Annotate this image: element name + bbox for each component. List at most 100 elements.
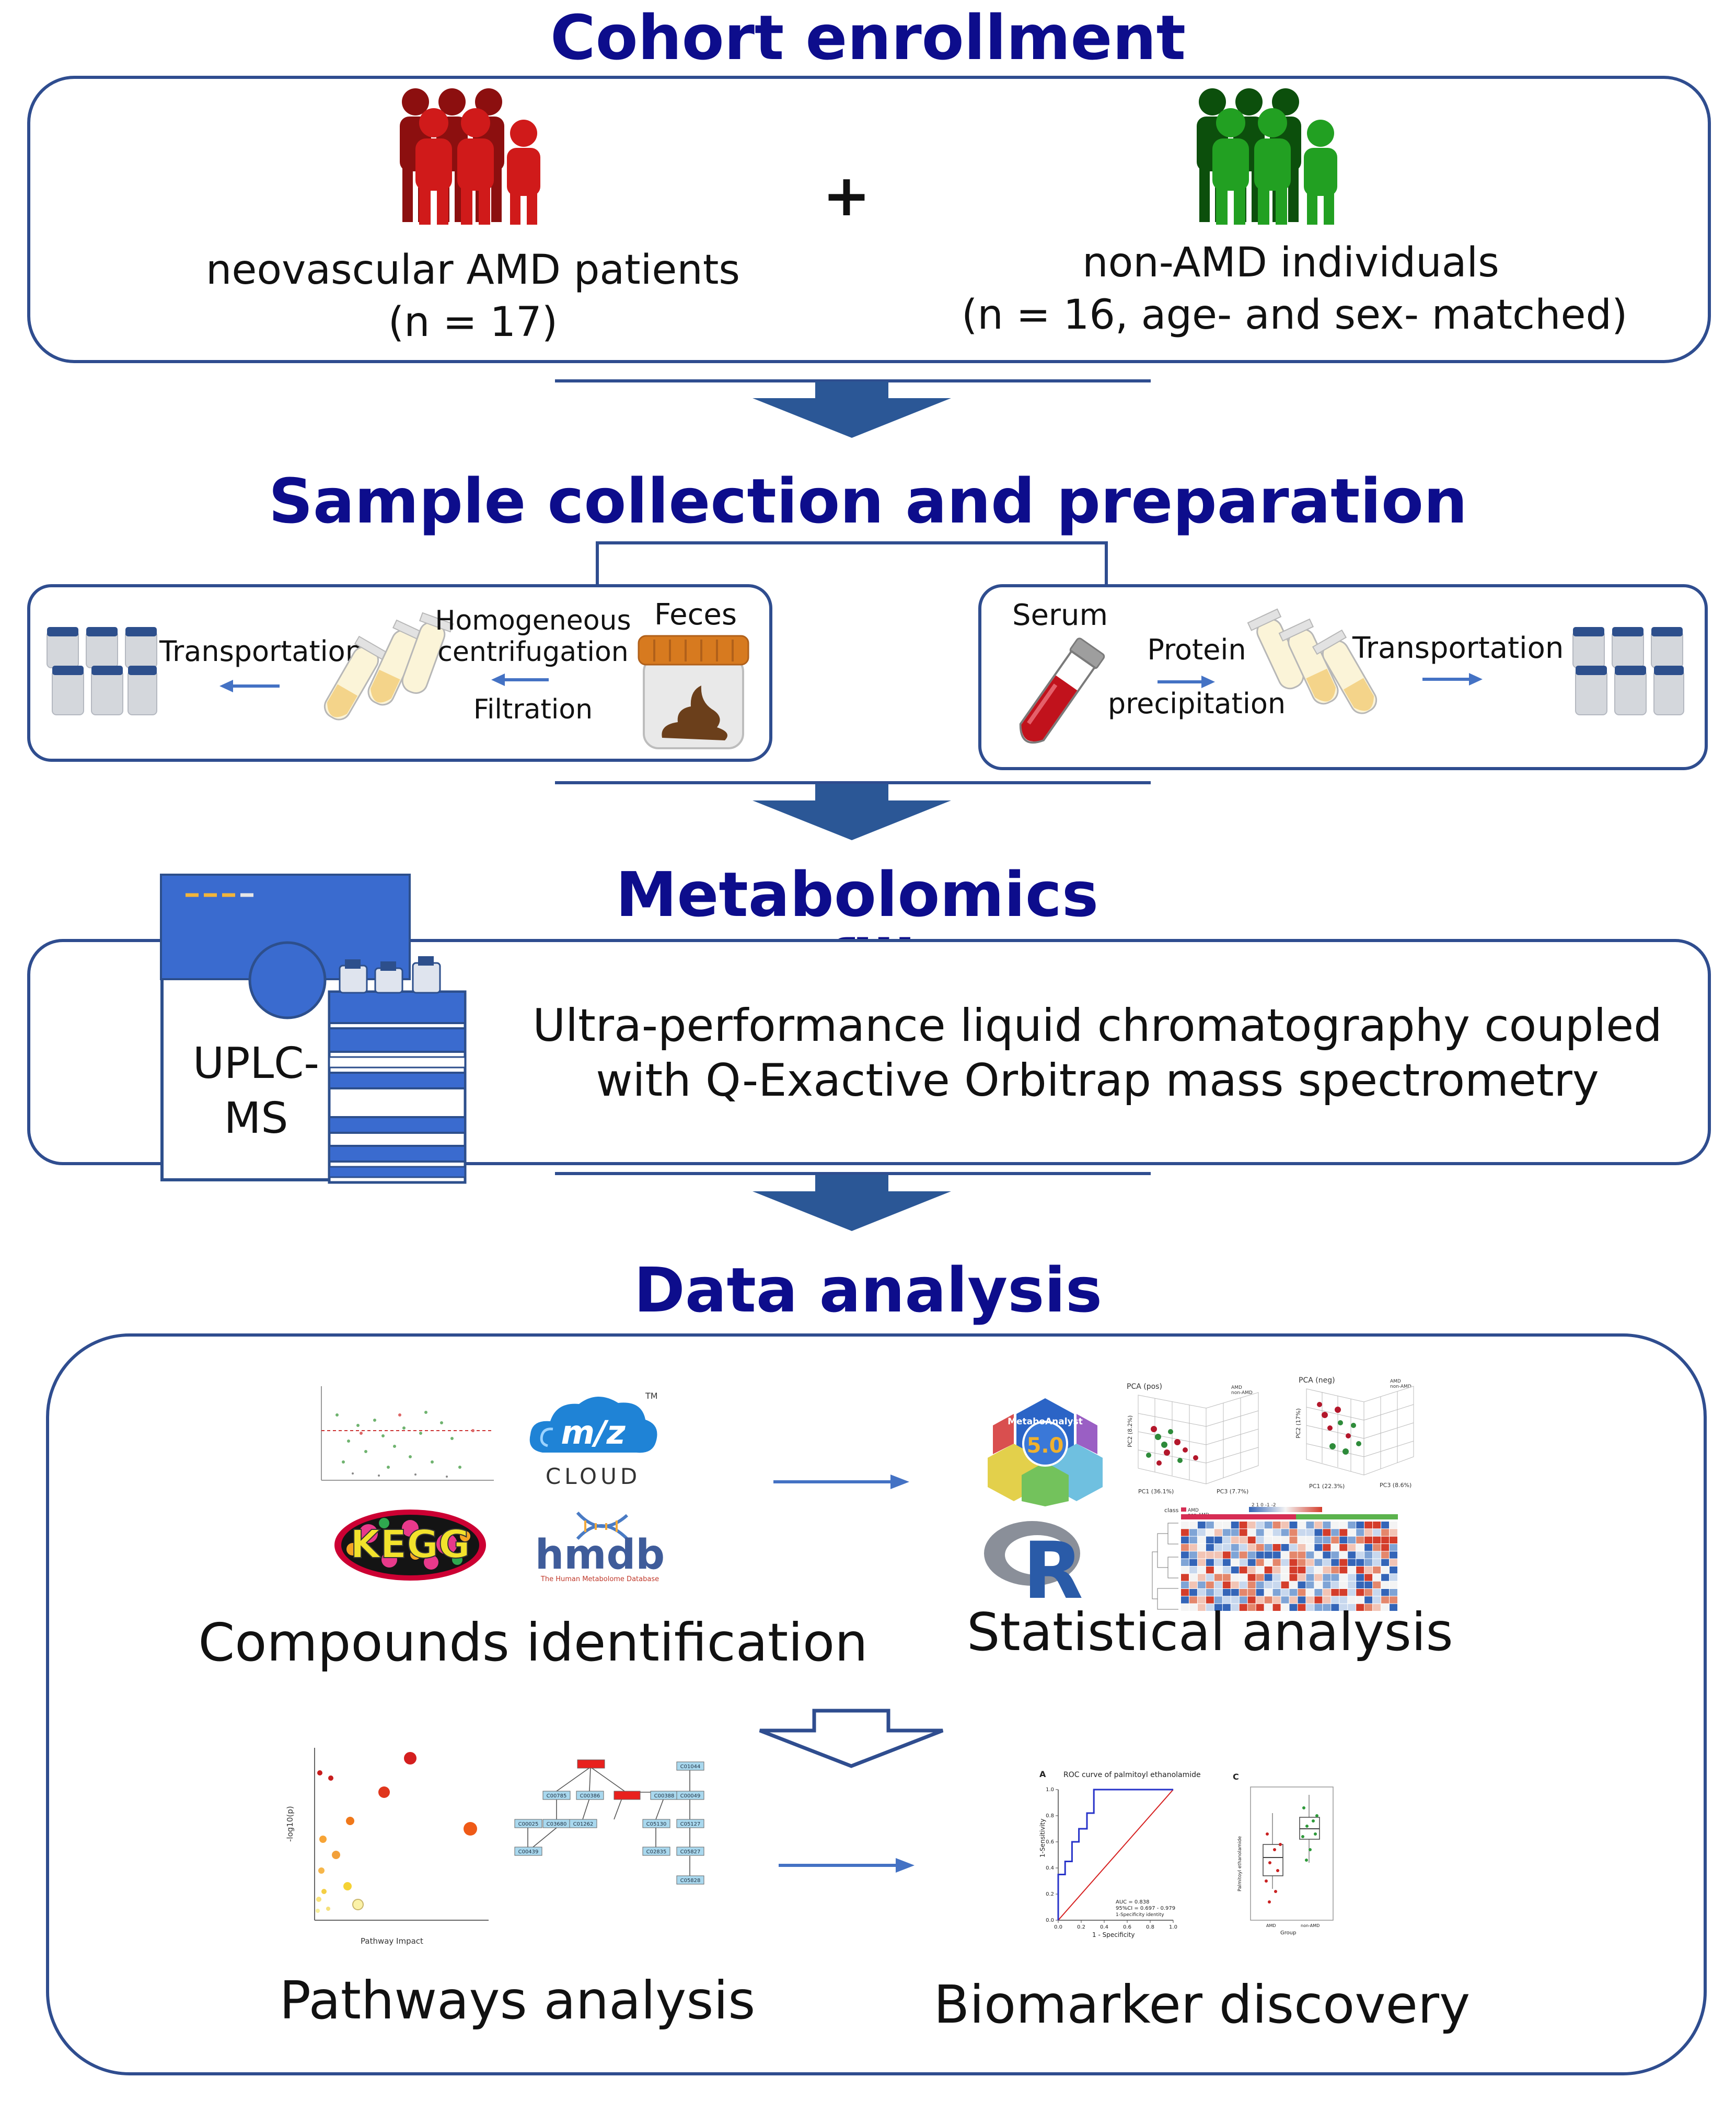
pca-pos-pc3: PC3 (7.7%) <box>1217 1488 1248 1495</box>
roc-y-tick: 0.0 <box>1046 1918 1054 1923</box>
arrow-2-bar <box>555 781 1151 784</box>
pca-neg-pc2: PC2 (17%) <box>1295 1408 1302 1438</box>
boxplot-x-axis-label: Group <box>1280 1930 1296 1936</box>
feces-tubes-icon <box>323 612 454 721</box>
serum-vials-icon <box>1572 627 1684 715</box>
hollow-down-arrow <box>759 1709 944 1768</box>
down-arrow-2 <box>753 784 951 840</box>
down-arrow-3 <box>753 1175 951 1231</box>
mzcloud-tm: TM <box>645 1391 658 1401</box>
metabolomics-description-line2: with Q-Exactive Orbitrap mass spectromet… <box>596 1054 1599 1107</box>
pca-neg-pc3: PC3 (8.6%) <box>1380 1482 1411 1489</box>
roc-curve-plot: A ROC curve of palmitoyl ethanolamide 1-… <box>1039 1769 1201 1939</box>
cohort-box <box>27 76 1711 363</box>
heatmap-legend-amd: AMD <box>1188 1508 1199 1513</box>
node-label: C00388 <box>654 1793 675 1799</box>
patients-group-icon <box>400 88 540 225</box>
metabolomics-description-line1: Ultra-performance liquid chromatography … <box>533 1000 1662 1052</box>
down-arrow-1 <box>753 381 951 438</box>
pca-neg-legend-non: non-AMD <box>1390 1384 1411 1389</box>
pca-pos-plot: PCA (pos) AMD non-AMD PC2 (8.2%) PC1 (36… <box>1127 1383 1259 1495</box>
pca-pos-title: PCA (pos) <box>1127 1383 1162 1391</box>
r-logo-text: R <box>1023 1526 1083 1617</box>
mzcloud-logo: m/z TM CLOUD <box>529 1391 658 1489</box>
node-label: C00785 <box>547 1793 567 1799</box>
heatmap-plot: class AMD non-AMD 2 1 0 -1 -2 <box>1152 1503 1398 1611</box>
pathway-y-axis-label: -log10(p) <box>285 1806 295 1842</box>
node-label: C05827 <box>680 1849 701 1855</box>
roc-y-tick: 0.6 <box>1046 1839 1054 1845</box>
compounds-identification-label: Compounds identification <box>198 1612 868 1673</box>
blood-tube-icon <box>1019 637 1105 744</box>
node-label: C00025 <box>518 1821 539 1827</box>
biomarker-discovery-label: Biomarker discovery <box>933 1974 1471 2035</box>
metaboanalyst-version: 5.0 <box>1027 1434 1064 1458</box>
pathway-impact-plot: -log10(p) Pathway Impact <box>285 1748 489 1946</box>
arrow-3-bar <box>555 1172 1151 1175</box>
hmdb-logo-text: hmdb <box>535 1531 665 1578</box>
hmdb-logo-subtitle: The Human Metabolome Database <box>540 1575 659 1583</box>
roc-ci-text: 95%CI = 0.697 - 0.979 <box>1116 1906 1175 1911</box>
feces-arrow-left-1 <box>491 674 549 686</box>
roc-x-tick: 0.2 <box>1077 1924 1085 1930</box>
heatmap-class-label: class <box>1164 1507 1179 1514</box>
roc-y-tick: 0.8 <box>1046 1813 1054 1819</box>
metaboanalyst-logo: 5.0 MetaboAnalyst <box>988 1398 1103 1506</box>
serum-step-transportation: Transportation <box>1352 631 1564 665</box>
feces-step-homogeneous: Homogeneous <box>435 605 631 636</box>
serum-label: Serum <box>1012 598 1108 632</box>
pca-pos-pc1: PC1 (36.1%) <box>1138 1488 1174 1495</box>
roc-x-tick: 1.0 <box>1169 1924 1177 1930</box>
node-label: C00439 <box>518 1849 539 1855</box>
hmdb-logo: hmdb The Human Metabolome Database <box>535 1511 665 1583</box>
controls-count: (n = 16, age- and sex- matched) <box>962 292 1628 339</box>
node-label: C01044 <box>680 1764 701 1770</box>
feces-step-transportation: Transportation <box>159 635 363 668</box>
controls-label: non-AMD individuals <box>1082 239 1499 286</box>
feces-step-centrifugation: centrifugation <box>437 636 629 668</box>
kegg-logo: KEGG <box>334 1510 486 1581</box>
analysis-box <box>46 1333 1707 2075</box>
kegg-logo-text: KEGG <box>350 1522 470 1567</box>
feces-vials-icon <box>47 627 157 715</box>
roc-y-tick: 1.0 <box>1046 1787 1054 1793</box>
pathway-network: C00785 C00386 C00388 C00025 C03680 C0126… <box>514 1759 704 1885</box>
feces-jar-icon <box>638 635 749 749</box>
boxplot-category-amd: AMD <box>1266 1923 1276 1928</box>
patients-count: (n = 17) <box>388 299 558 346</box>
roc-x-tick: 0.4 <box>1100 1924 1108 1930</box>
node-label: C01262 <box>573 1821 594 1827</box>
pca-pos-legend-non: non-AMD <box>1231 1390 1253 1396</box>
roc-title: ROC curve of palmitoyl ethanolamide <box>1063 1771 1201 1779</box>
compound-scatter-thumbnail <box>321 1386 494 1481</box>
pca-neg-plot: PCA (neg) AMD non-AMD PC2 (17%) PC1 (22.… <box>1295 1376 1414 1490</box>
node-label: C05130 <box>646 1821 667 1827</box>
uplc-ms-instrument-icon <box>160 874 467 1184</box>
plus-sign: + <box>822 162 871 229</box>
sample-bracket <box>596 541 1108 588</box>
roc-auc-text: AUC = 0.838 <box>1116 1899 1150 1905</box>
roc-x-tick: 0.6 <box>1123 1924 1131 1930</box>
statistical-analysis-label: Statistical analysis <box>967 1601 1453 1663</box>
arrow-right-pathways <box>779 1858 915 1873</box>
roc-x-axis-label: 1 - Specificity <box>1092 1931 1135 1939</box>
roc-y-tick: 0.2 <box>1046 1891 1054 1897</box>
roc-x-tick: 0.8 <box>1146 1924 1154 1930</box>
node-label: C05127 <box>680 1821 701 1827</box>
serum-arrow-right-1 <box>1158 676 1215 688</box>
roc-y-tick: 0.4 <box>1046 1865 1054 1871</box>
arrow-right-compounds <box>773 1475 909 1489</box>
roc-x-tick: 0.0 <box>1054 1924 1062 1930</box>
arrow-1-bar <box>555 379 1151 382</box>
instrument-label-line1: UPLC- <box>193 1039 319 1088</box>
node-label: C00049 <box>680 1793 701 1799</box>
controls-group-icon <box>1197 88 1337 225</box>
boxplot-category-non: non-AMD <box>1301 1923 1320 1928</box>
serum-tubes-icon <box>1247 608 1378 714</box>
pathway-x-axis-label: Pathway Impact <box>361 1936 423 1946</box>
heatmap-scale: 2 1 0 -1 -2 <box>1252 1503 1276 1508</box>
section-title-sample: Sample collection and preparation <box>268 465 1468 537</box>
node-label: C00386 <box>580 1793 600 1799</box>
r-logo: R <box>984 1521 1083 1617</box>
